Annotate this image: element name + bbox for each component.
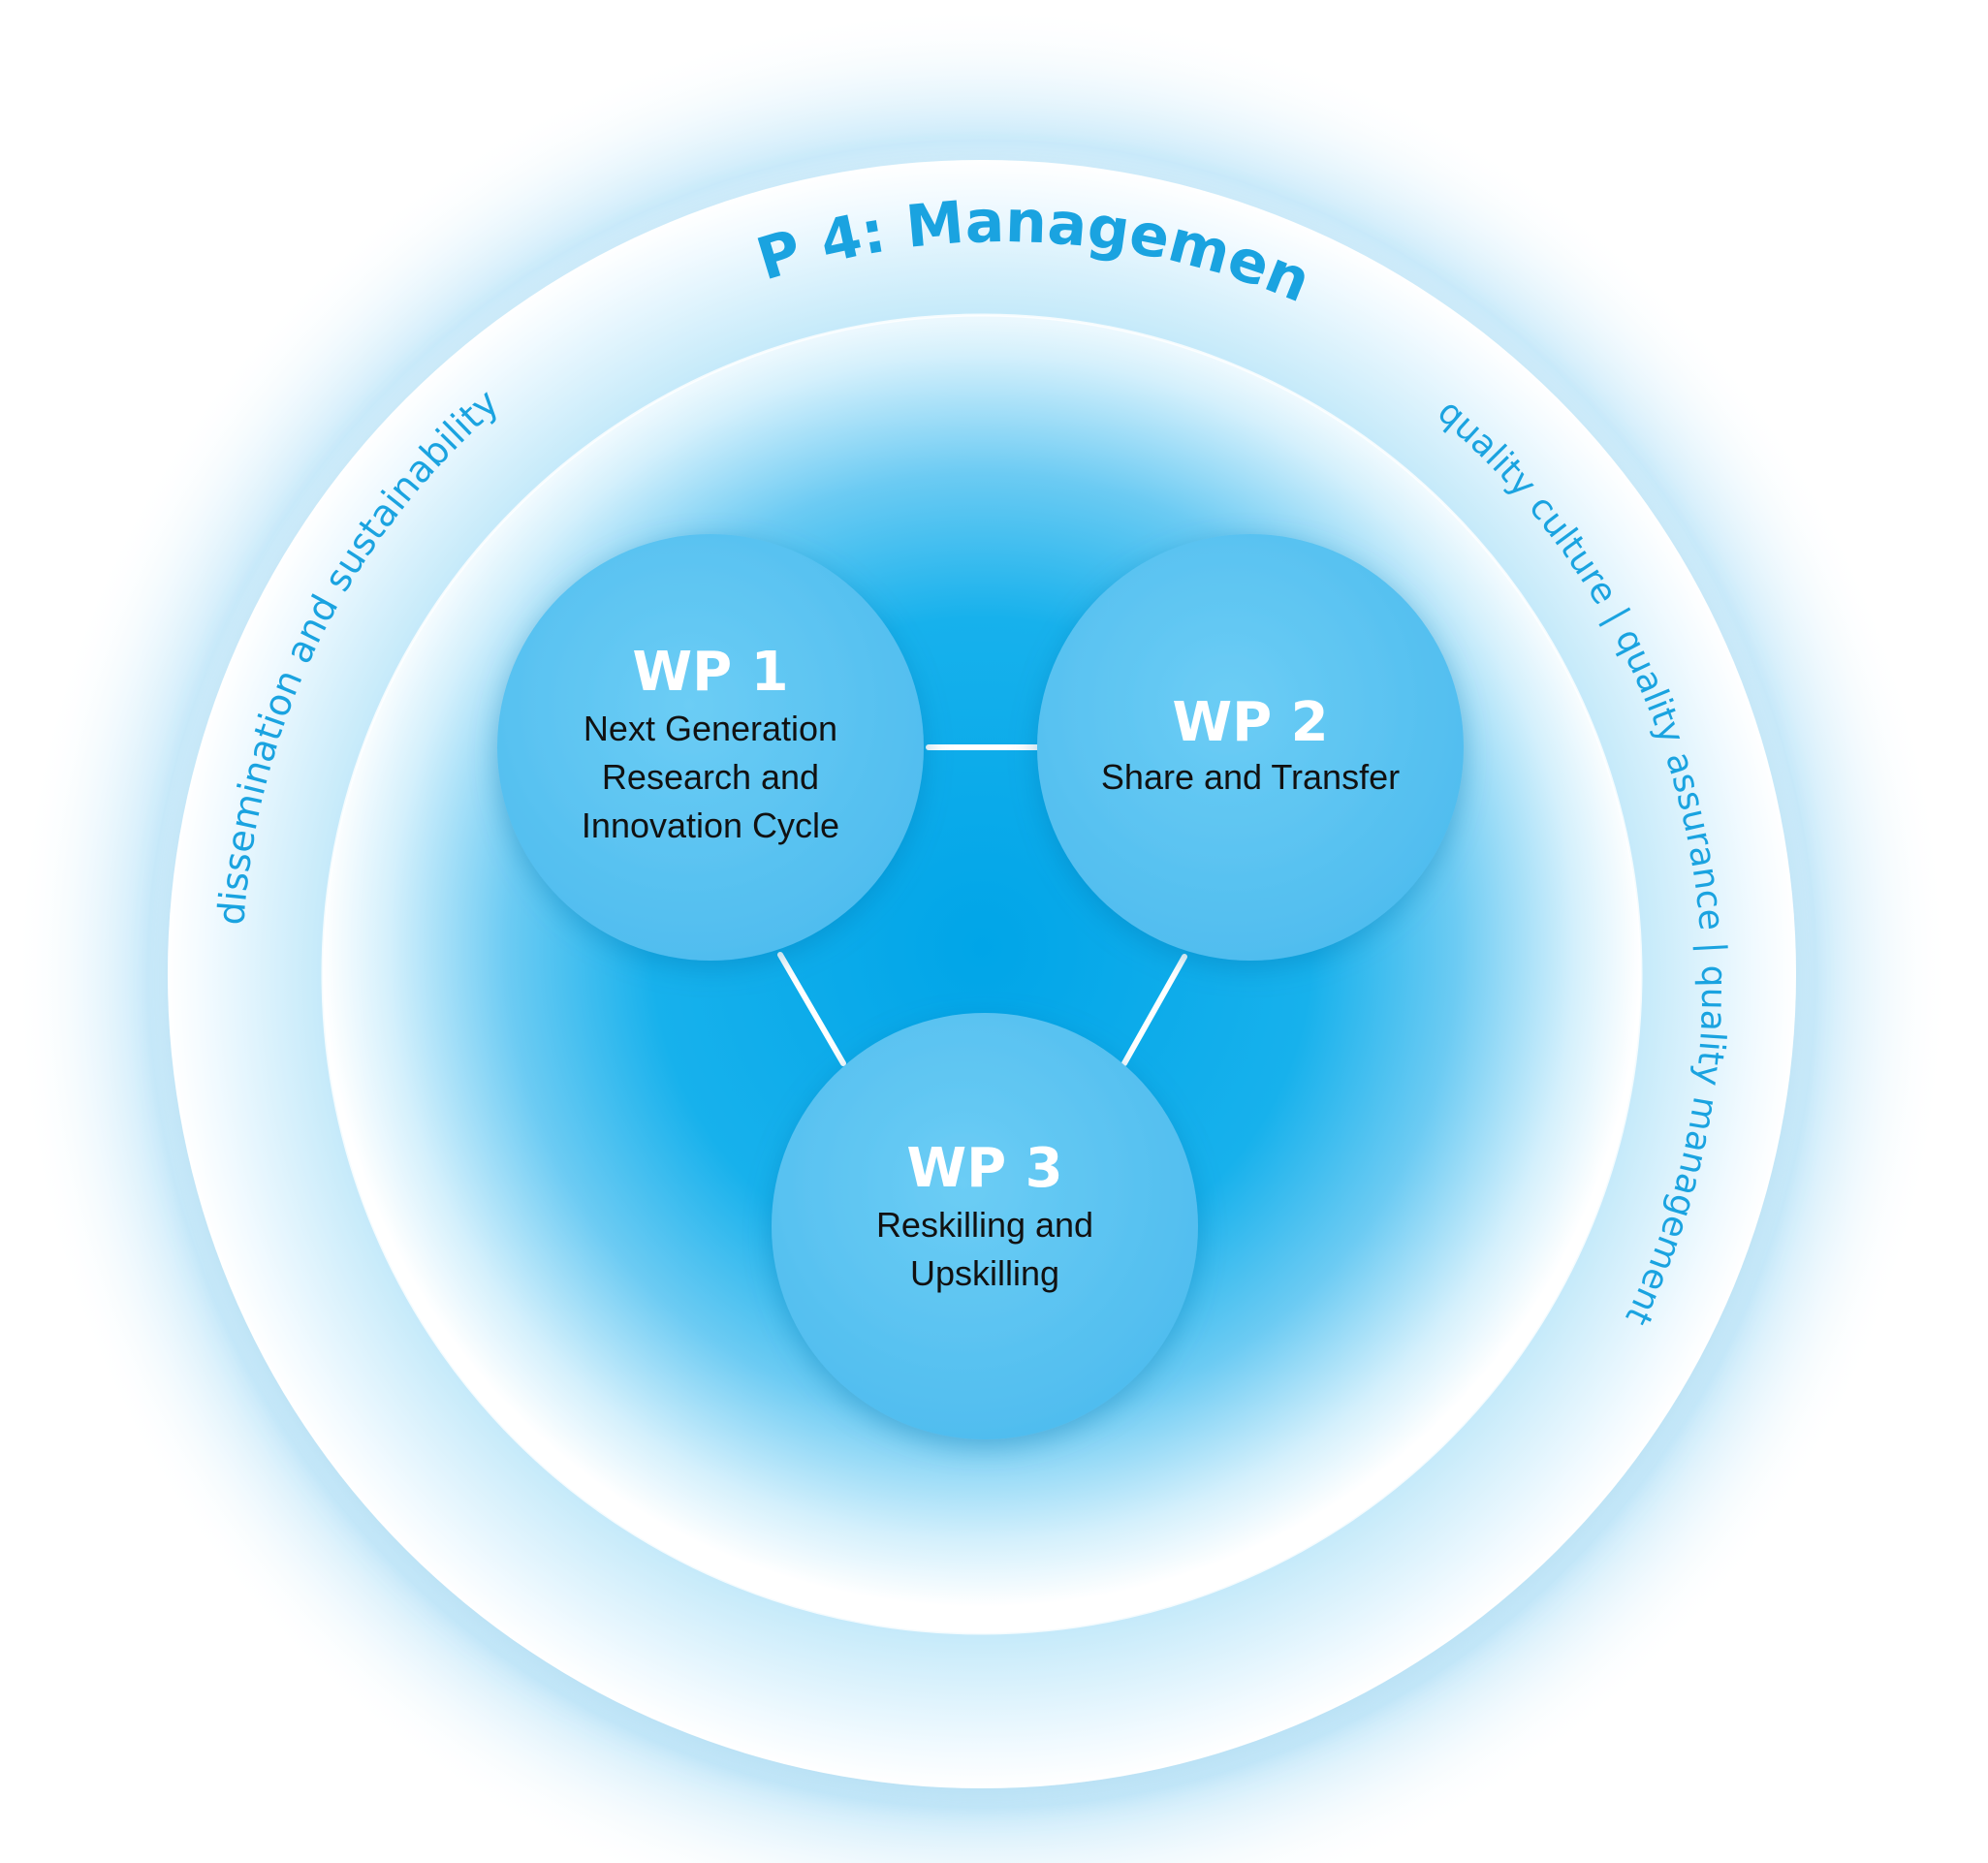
wp1-desc-line-3: Innovation Cycle	[582, 805, 839, 845]
wp2-desc-line-1: Share and Transfer	[1101, 757, 1400, 797]
wp3-desc-line-2: Upskilling	[910, 1253, 1059, 1293]
wp1-node[interactable]: WP 1 Next Generation Research and Innova…	[497, 534, 924, 961]
wp1-circle[interactable]	[497, 534, 924, 961]
wp1-title: WP 1	[632, 641, 788, 704]
wp2-node[interactable]: WP 2 Share and Transfer	[1037, 534, 1464, 961]
connector-wp2-wp3	[1121, 954, 1187, 1066]
wp2-title: WP 2	[1172, 691, 1328, 754]
wp3-circle[interactable]	[772, 1013, 1198, 1439]
wp1-desc-line-2: Research and	[602, 757, 819, 797]
wp1-desc-line-1: Next Generation	[584, 709, 837, 748]
connector-wp1-wp3	[777, 952, 846, 1066]
wp2-circle[interactable]	[1037, 534, 1464, 961]
wp3-node[interactable]: WP 3 Reskilling and Upskilling	[772, 1013, 1198, 1439]
connectors	[777, 744, 1187, 1066]
wp3-title: WP 3	[906, 1137, 1062, 1200]
wp3-desc-line-1: Reskilling and	[876, 1205, 1093, 1245]
